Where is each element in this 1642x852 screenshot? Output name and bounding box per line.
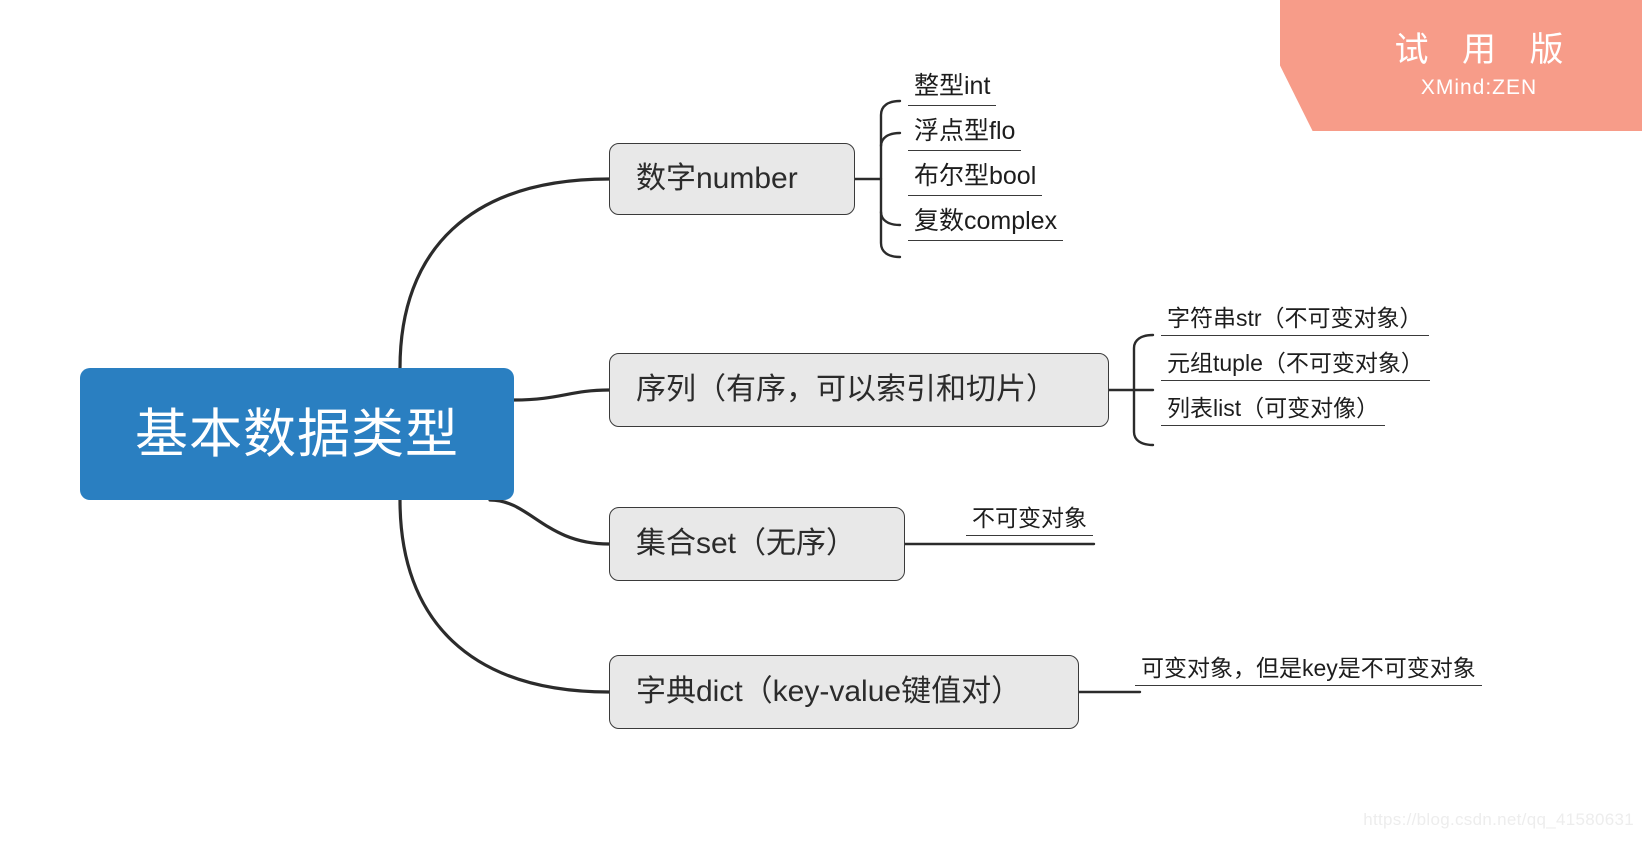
leaf-topic-list[interactable]: 列表list（可变对像） <box>1161 395 1386 427</box>
trial-version-product: XMind:ZEN <box>1420 75 1538 99</box>
wire-number-branch-3 <box>879 210 902 227</box>
wire-central-sequence <box>512 388 611 402</box>
watermark-url: https://blog.csdn.net/qq_41580631 <box>1363 810 1634 829</box>
leaf-topic-set-immutable[interactable]: 不可变对象 <box>966 505 1093 537</box>
leaf-topic-float-label: 浮点型flo <box>908 117 1022 151</box>
branch-topic-set-label: 集合set（无序） <box>636 527 857 560</box>
wire-central-set <box>488 498 611 546</box>
leaf-topic-bool[interactable]: 布尔型bool <box>908 162 1043 196</box>
leaf-topic-str[interactable]: 字符串str（不可变对象） <box>1161 305 1429 337</box>
branch-topic-dict[interactable]: 字典dict（key-value键值对） <box>609 655 1079 729</box>
wire-central-dict <box>398 498 611 694</box>
branch-topic-sequence-label: 序列（有序，可以索引和切片） <box>636 373 1056 406</box>
branch-topic-dict-label: 字典dict（key-value键值对） <box>636 675 1022 708</box>
wire-sequence-bracket <box>1132 333 1155 447</box>
leaf-topic-int-label: 整型int <box>908 72 997 106</box>
central-topic[interactable]: 基本数据类型 <box>80 368 514 500</box>
leaf-topic-int[interactable]: 整型int <box>908 72 997 106</box>
branch-topic-sequence[interactable]: 序列（有序，可以索引和切片） <box>609 353 1109 427</box>
leaf-topic-list-label: 列表list（可变对像） <box>1161 395 1386 427</box>
branch-topic-number[interactable]: 数字number <box>609 143 855 215</box>
leaf-topic-complex-label: 复数complex <box>908 207 1064 241</box>
wire-central-number <box>398 177 611 370</box>
wire-number-branch-2 <box>879 131 902 148</box>
trial-version-title: 试 用 版 <box>1394 31 1576 70</box>
leaf-topic-dict-note[interactable]: 可变对象，但是key是不可变对象 <box>1135 655 1482 687</box>
trial-version-banner: 试 用 版 XMind:ZEN <box>1280 0 1642 131</box>
wire-number-bracket <box>879 99 902 259</box>
leaf-topic-str-label: 字符串str（不可变对象） <box>1161 305 1429 337</box>
leaf-topic-set-immutable-label: 不可变对象 <box>966 505 1093 537</box>
leaf-topic-tuple[interactable]: 元组tuple（不可变对象） <box>1161 350 1430 382</box>
branch-topic-set[interactable]: 集合set（无序） <box>609 507 905 581</box>
central-topic-label: 基本数据类型 <box>135 404 459 464</box>
branch-topic-number-label: 数字number <box>636 162 798 195</box>
leaf-topic-tuple-label: 元组tuple（不可变对象） <box>1161 350 1430 382</box>
leaf-topic-complex[interactable]: 复数complex <box>908 207 1064 241</box>
leaf-topic-float[interactable]: 浮点型flo <box>908 117 1022 151</box>
leaf-topic-bool-label: 布尔型bool <box>908 162 1043 196</box>
leaf-topic-dict-note-label: 可变对象，但是key是不可变对象 <box>1135 655 1482 687</box>
